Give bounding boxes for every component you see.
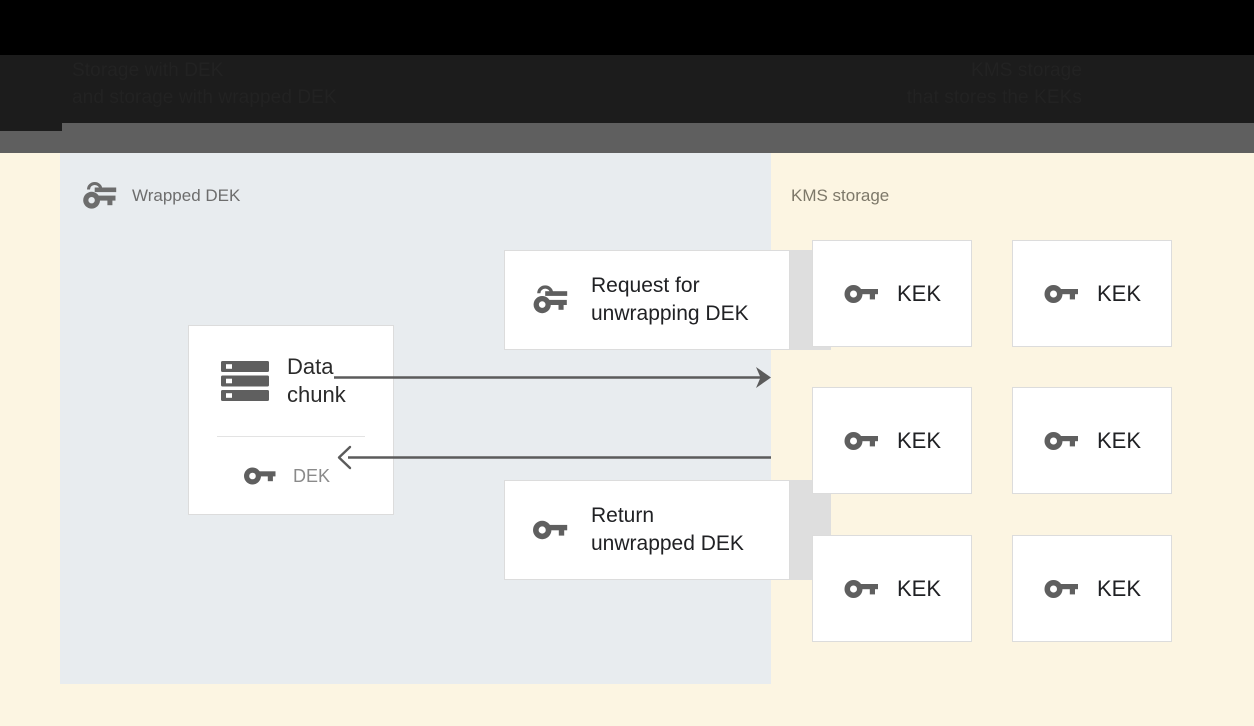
return-unwrapped-card[interactable]: Return unwrapped DEK [504, 480, 790, 580]
data-chunk-label: Data chunk [287, 354, 346, 407]
key-icon [243, 464, 277, 488]
request-unwrap-label: Request for unwrapping DEK [591, 274, 749, 325]
header-bar: Storage with DEK and storage with wrappe… [0, 0, 1254, 123]
wrapped-key-icon [531, 284, 571, 316]
header-caption-row: Storage with DEK and storage with wrappe… [0, 55, 1254, 123]
key-icon [1043, 576, 1081, 602]
data-chunk-divider [217, 436, 365, 437]
header-caption-left: Storage with DEK and storage with wrappe… [72, 60, 337, 108]
storage-icon [219, 358, 271, 404]
header-bar-fill [0, 0, 1254, 55]
key-icon [843, 576, 881, 602]
kek-card[interactable]: KEK [1012, 535, 1172, 642]
data-chunk-dek-label: DEK [293, 465, 331, 486]
header-caption-right: KMS storage that stores the KEKs [906, 60, 1082, 108]
kek-label: KEK [896, 280, 942, 306]
kek-label: KEK [1096, 280, 1142, 306]
header-grey-band-notch [0, 123, 62, 131]
kek-label: KEK [1096, 427, 1142, 453]
wrapped-dek-panel-title: Wrapped DEK [132, 186, 241, 205]
wrapped-dek-panel: Wrapped DEK Data chunk [60, 153, 831, 684]
header-grey-band [0, 123, 1254, 153]
request-unwrap-card[interactable]: Request for unwrapping DEK [504, 250, 790, 350]
kek-card[interactable]: KEK [1012, 240, 1172, 347]
key-icon [843, 281, 881, 307]
data-chunk-dek-row: DEK [189, 437, 393, 514]
key-icon [843, 428, 881, 454]
data-chunk-header: Data chunk [189, 326, 393, 436]
kek-label: KEK [896, 427, 942, 453]
kek-label: KEK [896, 575, 942, 601]
kek-card[interactable]: KEK [1012, 387, 1172, 494]
key-icon [1043, 281, 1081, 307]
kek-card[interactable]: KEK [812, 240, 972, 347]
return-unwrapped-label: Return unwrapped DEK [591, 504, 744, 555]
key-icon [531, 515, 571, 545]
kms-storage-title: KMS storage [791, 186, 890, 205]
key-icon [1043, 428, 1081, 454]
wrapped-key-icon [80, 181, 120, 211]
content-area: Wrapped DEK Data chunk [0, 153, 1254, 726]
kek-card[interactable]: KEK [812, 387, 972, 494]
kek-card[interactable]: KEK [812, 535, 972, 642]
data-chunk-card[interactable]: Data chunk DEK [188, 325, 394, 515]
kek-label: KEK [1096, 575, 1142, 601]
